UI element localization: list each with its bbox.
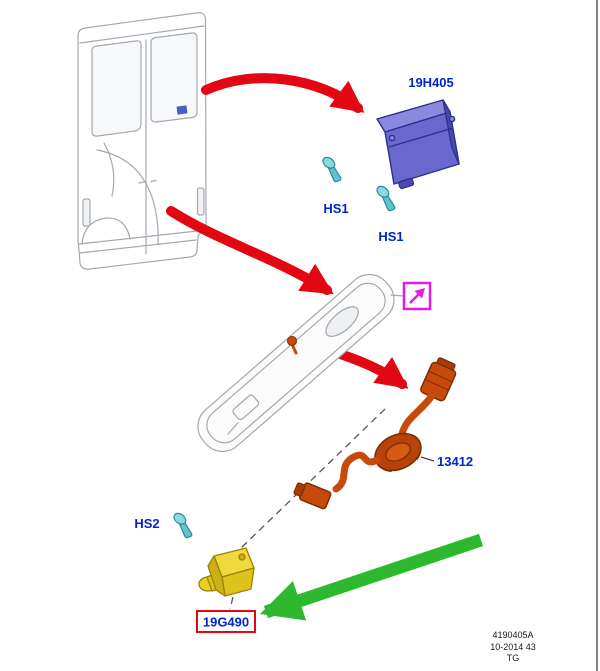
red-arrow-to-module (201, 73, 365, 113)
part-label-19g490[interactable]: 19G490 (203, 615, 249, 630)
van-rear-view (77, 12, 207, 270)
screw-hs1-top (320, 154, 342, 183)
panel-inner-line (206, 282, 386, 444)
module-seam (388, 127, 454, 148)
van-left-window (91, 40, 142, 137)
part-label-hs1-top[interactable]: HS1 (323, 201, 348, 216)
module-tab (398, 177, 415, 190)
van-right-window (150, 32, 198, 123)
van-interior-curve (96, 149, 159, 245)
screw-hs2 (171, 510, 193, 539)
camera-bracket-boss (238, 553, 246, 561)
van-roof-line (79, 25, 205, 44)
harness-clip-head (287, 336, 297, 346)
alignment-dashed-line-short (229, 596, 234, 610)
harness-grommet (374, 432, 422, 473)
tailgate-trim-panel (197, 273, 395, 453)
camera-bracket-side (207, 555, 226, 597)
module-side-face (442, 99, 460, 165)
van-bumper-line-1 (78, 230, 198, 245)
camera-location-marker (176, 105, 188, 115)
van-taillight-right (196, 187, 205, 216)
part-label-13412[interactable]: 13412 (437, 454, 473, 469)
harness-cable-upper (398, 393, 435, 438)
module-boss-1 (388, 134, 396, 142)
van-wheel-arch (81, 217, 131, 245)
alignment-dashed-line (239, 408, 386, 550)
link-leader-line (390, 294, 405, 297)
doc-info-block: 4190405A 10-2014 43 TG (490, 630, 536, 663)
cross-reference-link[interactable] (390, 281, 432, 311)
doc-code: TG (507, 653, 520, 663)
van-interior-curve-2 (103, 142, 115, 197)
part-label-hs2[interactable]: HS2 (134, 516, 159, 531)
van-taillight-left (82, 198, 91, 227)
van-bumper-line-2 (79, 239, 197, 254)
harness-end-connector (293, 482, 332, 510)
van-door-handles (138, 179, 157, 184)
panel-lamp-hole (325, 306, 359, 337)
part-label-hs1-mid[interactable]: HS1 (378, 229, 403, 244)
module-boss-2 (448, 115, 456, 123)
arrow-up-right-icon (409, 288, 425, 304)
doc-number: 4190405A (492, 630, 533, 640)
doc-revision: 10-2014 43 (490, 642, 536, 652)
panel-detail (232, 394, 260, 421)
module-19h405-part (376, 99, 460, 190)
wiring-harness-13412-part (293, 357, 457, 510)
highlighted-part-callout[interactable]: 19G490 (196, 610, 256, 633)
highlight-box (196, 610, 256, 633)
harness-label-leader (420, 456, 435, 462)
camera-19g490-part (198, 547, 255, 597)
screw-hs1-mid (374, 183, 396, 212)
red-arrow-to-panel (166, 206, 334, 295)
green-highlight-arrow (260, 533, 484, 621)
harness-clip (287, 336, 298, 355)
harness-cable-lower (332, 451, 381, 493)
harness-top-connector (420, 357, 457, 402)
part-label-19h405[interactable]: 19H405 (408, 75, 454, 90)
panel-detail-line (227, 422, 239, 435)
